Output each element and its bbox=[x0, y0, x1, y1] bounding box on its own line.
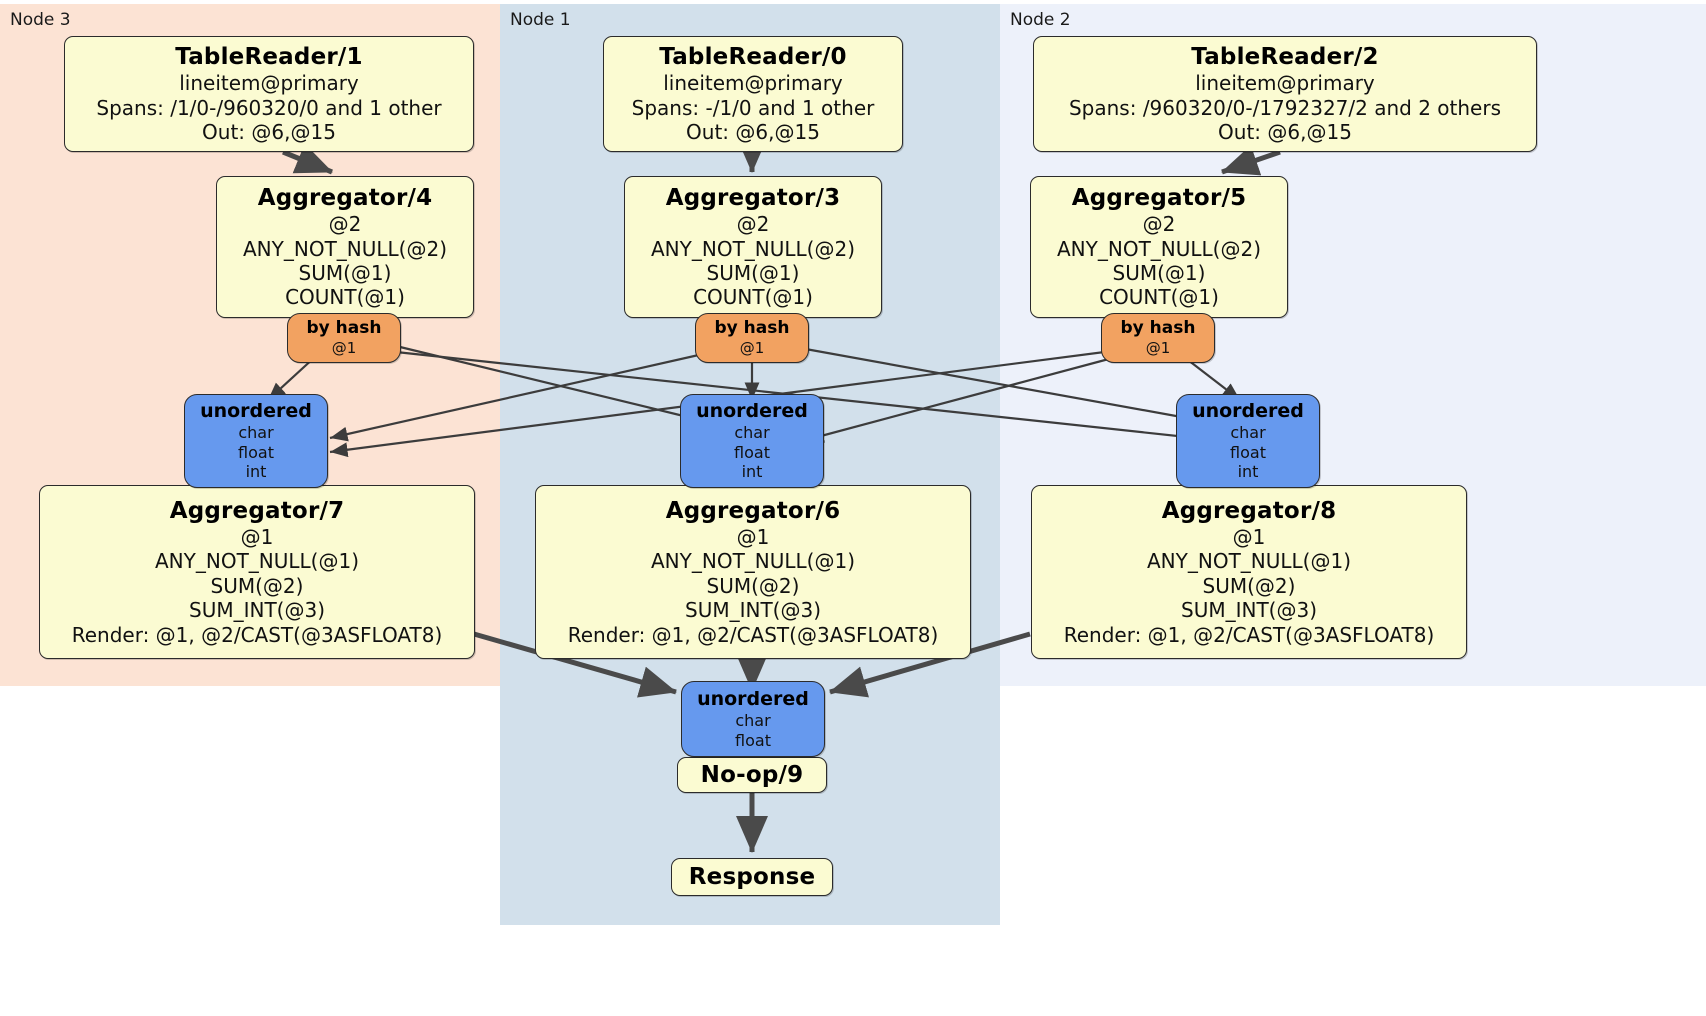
processor-line: ANY_NOT_NULL(@1) bbox=[155, 549, 359, 574]
processor-aggregator-7[interactable]: Aggregator/7 @1 ANY_NOT_NULL(@1) SUM(@2)… bbox=[39, 485, 475, 659]
sync-title: unordered bbox=[696, 400, 808, 423]
processor-line: ANY_NOT_NULL(@1) bbox=[651, 549, 855, 574]
processor-aggregator-5[interactable]: Aggregator/5 @2 ANY_NOT_NULL(@2) SUM(@1)… bbox=[1030, 176, 1288, 318]
synchronizer-unordered-left[interactable]: unordered char float int bbox=[184, 394, 328, 488]
processor-line: SUM(@1) bbox=[1112, 261, 1206, 286]
processor-title: Aggregator/4 bbox=[257, 185, 433, 212]
processor-title: TableReader/2 bbox=[1191, 44, 1379, 71]
processor-title: No-op/9 bbox=[700, 761, 804, 788]
sync-line: char bbox=[735, 711, 771, 731]
sync-line: float bbox=[1230, 442, 1266, 462]
processor-title: Response bbox=[688, 863, 816, 890]
sync-title: unordered bbox=[200, 400, 312, 423]
processor-line: SUM_INT(@3) bbox=[189, 598, 325, 623]
sync-title: unordered bbox=[1192, 400, 1304, 423]
node-panel-1-label: Node 1 bbox=[510, 10, 571, 30]
router-by-hash-left[interactable]: by hash @1 bbox=[287, 313, 401, 363]
processor-line: SUM(@1) bbox=[298, 261, 392, 286]
router-line: @1 bbox=[331, 339, 357, 358]
processor-aggregator-3[interactable]: Aggregator/3 @2 ANY_NOT_NULL(@2) SUM(@1)… bbox=[624, 176, 882, 318]
sync-line: char bbox=[1230, 423, 1266, 443]
processor-line: Render: @1, @2/CAST(@3ASFLOAT8) bbox=[1063, 622, 1435, 647]
processor-tablereader-1[interactable]: TableReader/1 lineitem@primary Spans: /1… bbox=[64, 36, 474, 152]
synchronizer-unordered-final[interactable]: unordered char float bbox=[681, 681, 825, 757]
processor-line: lineitem@primary bbox=[663, 71, 843, 96]
processor-line: @2 bbox=[1142, 212, 1176, 237]
sync-line: float bbox=[238, 442, 274, 462]
processor-line: Spans: -/1/0 and 1 other bbox=[631, 95, 875, 120]
processor-line: SUM(@2) bbox=[706, 573, 800, 598]
router-line: @1 bbox=[1145, 339, 1171, 358]
processor-line: SUM(@2) bbox=[210, 573, 304, 598]
sync-line: char bbox=[734, 423, 770, 443]
processor-line: Spans: /960320/0-/1792327/2 and 2 others bbox=[1068, 95, 1501, 120]
sync-line: int bbox=[245, 462, 267, 482]
processor-line: COUNT(@1) bbox=[693, 285, 813, 310]
processor-line: lineitem@primary bbox=[179, 71, 359, 96]
processor-line: ANY_NOT_NULL(@2) bbox=[243, 236, 447, 261]
processor-aggregator-8[interactable]: Aggregator/8 @1 ANY_NOT_NULL(@1) SUM(@2)… bbox=[1031, 485, 1467, 659]
processor-line: ANY_NOT_NULL(@2) bbox=[651, 236, 855, 261]
sync-line: float bbox=[735, 730, 771, 750]
processor-line: Spans: /1/0-/960320/0 and 1 other bbox=[96, 95, 442, 120]
processor-title: Aggregator/7 bbox=[169, 498, 345, 524]
processor-line: COUNT(@1) bbox=[1099, 285, 1219, 310]
processor-title: Aggregator/8 bbox=[1161, 498, 1337, 524]
processor-line: ANY_NOT_NULL(@1) bbox=[1147, 549, 1351, 574]
synchronizer-unordered-right[interactable]: unordered char float int bbox=[1176, 394, 1320, 488]
processor-title: Aggregator/5 bbox=[1071, 185, 1247, 212]
router-title: by hash bbox=[1120, 318, 1196, 339]
synchronizer-unordered-center[interactable]: unordered char float int bbox=[680, 394, 824, 488]
processor-line: @1 bbox=[736, 525, 770, 550]
processor-line: @2 bbox=[328, 212, 362, 237]
router-title: by hash bbox=[714, 318, 790, 339]
processor-no-op-9[interactable]: No-op/9 bbox=[677, 757, 827, 793]
processor-title: Aggregator/6 bbox=[665, 498, 841, 524]
processor-line: SUM(@2) bbox=[1202, 573, 1296, 598]
processor-line: SUM(@1) bbox=[706, 261, 800, 286]
processor-response[interactable]: Response bbox=[671, 858, 833, 896]
processor-line: ANY_NOT_NULL(@2) bbox=[1057, 236, 1261, 261]
processor-line: @2 bbox=[736, 212, 770, 237]
processor-title: TableReader/1 bbox=[175, 44, 363, 71]
processor-line: Out: @6,@15 bbox=[1218, 120, 1352, 145]
node-panel-3-label: Node 3 bbox=[10, 10, 71, 30]
processor-aggregator-6[interactable]: Aggregator/6 @1 ANY_NOT_NULL(@1) SUM(@2)… bbox=[535, 485, 971, 659]
sync-line: int bbox=[1237, 462, 1259, 482]
sync-line: char bbox=[238, 423, 274, 443]
sync-line: float bbox=[734, 442, 770, 462]
edge-tablereader-to-aggregator-group bbox=[282, 136, 1281, 176]
router-by-hash-right[interactable]: by hash @1 bbox=[1101, 313, 1215, 363]
processor-line: @1 bbox=[1232, 525, 1266, 550]
router-by-hash-center[interactable]: by hash @1 bbox=[695, 313, 809, 363]
processor-line: @1 bbox=[240, 525, 274, 550]
processor-line: Out: @6,@15 bbox=[686, 120, 820, 145]
processor-tablereader-2[interactable]: TableReader/2 lineitem@primary Spans: /9… bbox=[1033, 36, 1537, 152]
processor-line: Render: @1, @2/CAST(@3ASFLOAT8) bbox=[71, 622, 443, 647]
processor-tablereader-0[interactable]: TableReader/0 lineitem@primary Spans: -/… bbox=[603, 36, 903, 152]
processor-aggregator-4[interactable]: Aggregator/4 @2 ANY_NOT_NULL(@2) SUM(@1)… bbox=[216, 176, 474, 318]
router-line: @1 bbox=[739, 339, 765, 358]
processor-line: lineitem@primary bbox=[1195, 71, 1375, 96]
processor-line: Render: @1, @2/CAST(@3ASFLOAT8) bbox=[567, 622, 939, 647]
processor-line: SUM_INT(@3) bbox=[685, 598, 821, 623]
router-title: by hash bbox=[306, 318, 382, 339]
node-panel-2-label: Node 2 bbox=[1010, 10, 1071, 30]
sync-title: unordered bbox=[697, 687, 809, 710]
processor-line: Out: @6,@15 bbox=[202, 120, 336, 145]
processor-line: COUNT(@1) bbox=[285, 285, 405, 310]
processor-line: SUM_INT(@3) bbox=[1181, 598, 1317, 623]
processor-title: TableReader/0 bbox=[659, 44, 847, 71]
sync-line: int bbox=[741, 462, 763, 482]
processor-title: Aggregator/3 bbox=[665, 185, 841, 212]
